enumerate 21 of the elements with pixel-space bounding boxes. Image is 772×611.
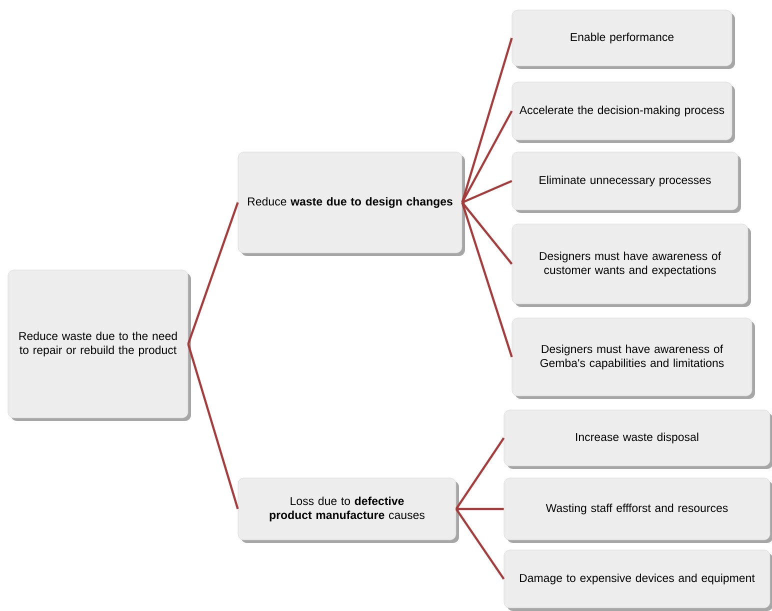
connector-line <box>461 110 513 204</box>
process-box: Accelerate the decision-making process <box>512 82 735 143</box>
process-box: Enable performance <box>512 10 735 69</box>
connector-line <box>455 508 505 580</box>
connector-line <box>461 202 513 358</box>
process-box: Designers must have awareness of customer wants and expectations <box>512 224 751 307</box>
connector-line <box>456 508 504 510</box>
process-box: Reduce waste due to the need to repair or rebuild the product <box>8 270 191 421</box>
connector-line <box>187 344 239 510</box>
process-box: Designers must have awareness of Gemba's capabilities and limitations <box>512 318 755 399</box>
process-box: Reduce waste due to design changes <box>238 152 465 256</box>
process-box: Damage to expensive devices and equipment <box>504 550 772 611</box>
process-box: Wasting staff effforst and resources <box>504 478 772 543</box>
process-box: Increase waste disposal <box>504 410 772 469</box>
process-box: Eliminate unnecessary processes <box>512 152 741 213</box>
connector-line <box>462 180 512 204</box>
process-box: Loss due to defective product manufacture causes <box>238 478 459 543</box>
connector-line <box>461 202 513 265</box>
connector-line <box>187 202 239 344</box>
connector-line <box>455 437 505 510</box>
connector-line <box>461 38 513 203</box>
